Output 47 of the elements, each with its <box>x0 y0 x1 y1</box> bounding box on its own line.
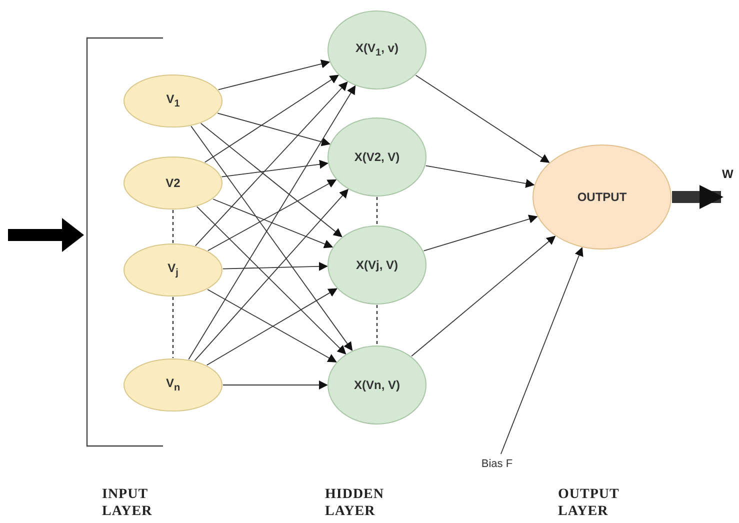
layer-label: HIDDEN LAYER <box>325 487 386 521</box>
node-label: V$_{1}$ <box>166 92 180 110</box>
node-label: X(V$_{1}$, v) <box>356 41 398 59</box>
bias-label: Bias F <box>481 458 513 470</box>
arrow <box>218 60 330 90</box>
node-label: X(Vj, V) <box>356 258 398 272</box>
input-node-ellipse <box>123 156 223 210</box>
arrow <box>204 74 339 163</box>
output-arrow <box>672 185 724 209</box>
dotted-line <box>172 297 174 358</box>
layer-label: INPUT LAYER <box>102 487 154 521</box>
arrow <box>221 160 329 178</box>
dotted-line <box>376 305 378 345</box>
hidden-node-ellipse <box>327 345 427 425</box>
arrow <box>212 198 334 248</box>
arrow <box>207 179 337 252</box>
node-label: V$_{n}$ <box>166 376 180 394</box>
output-node-ellipse <box>532 144 672 250</box>
arrow <box>222 262 328 271</box>
node-label: V2 <box>166 176 180 190</box>
hidden-node-ellipse <box>327 117 427 197</box>
input-node-ellipse <box>123 74 223 128</box>
arrow <box>200 122 342 238</box>
node-label: OUTPUT <box>577 190 627 204</box>
input-node-ellipse <box>123 243 223 297</box>
arrow <box>194 81 348 246</box>
arrow <box>190 126 353 352</box>
arrow <box>196 206 346 355</box>
arrow <box>188 85 356 360</box>
arrow <box>411 236 556 357</box>
input-node-ellipse <box>123 358 223 412</box>
arrow <box>194 188 348 362</box>
arrow <box>500 246 584 454</box>
dotted-line <box>172 210 174 243</box>
node-label: X(Vn, V) <box>354 378 400 392</box>
node-label: X(V2, V) <box>354 150 400 164</box>
arrow <box>415 74 550 163</box>
hidden-node-ellipse <box>327 225 427 305</box>
arrow <box>425 165 535 188</box>
dotted-line <box>376 197 378 225</box>
layer-label: OUTPUT LAYER <box>558 487 620 521</box>
arrow <box>423 214 538 252</box>
hidden-node-ellipse <box>327 10 427 90</box>
node-label: V$_{j}$ <box>168 261 178 279</box>
arrow <box>217 112 331 146</box>
arrow <box>222 380 328 390</box>
edge-label: W <box>722 167 734 181</box>
